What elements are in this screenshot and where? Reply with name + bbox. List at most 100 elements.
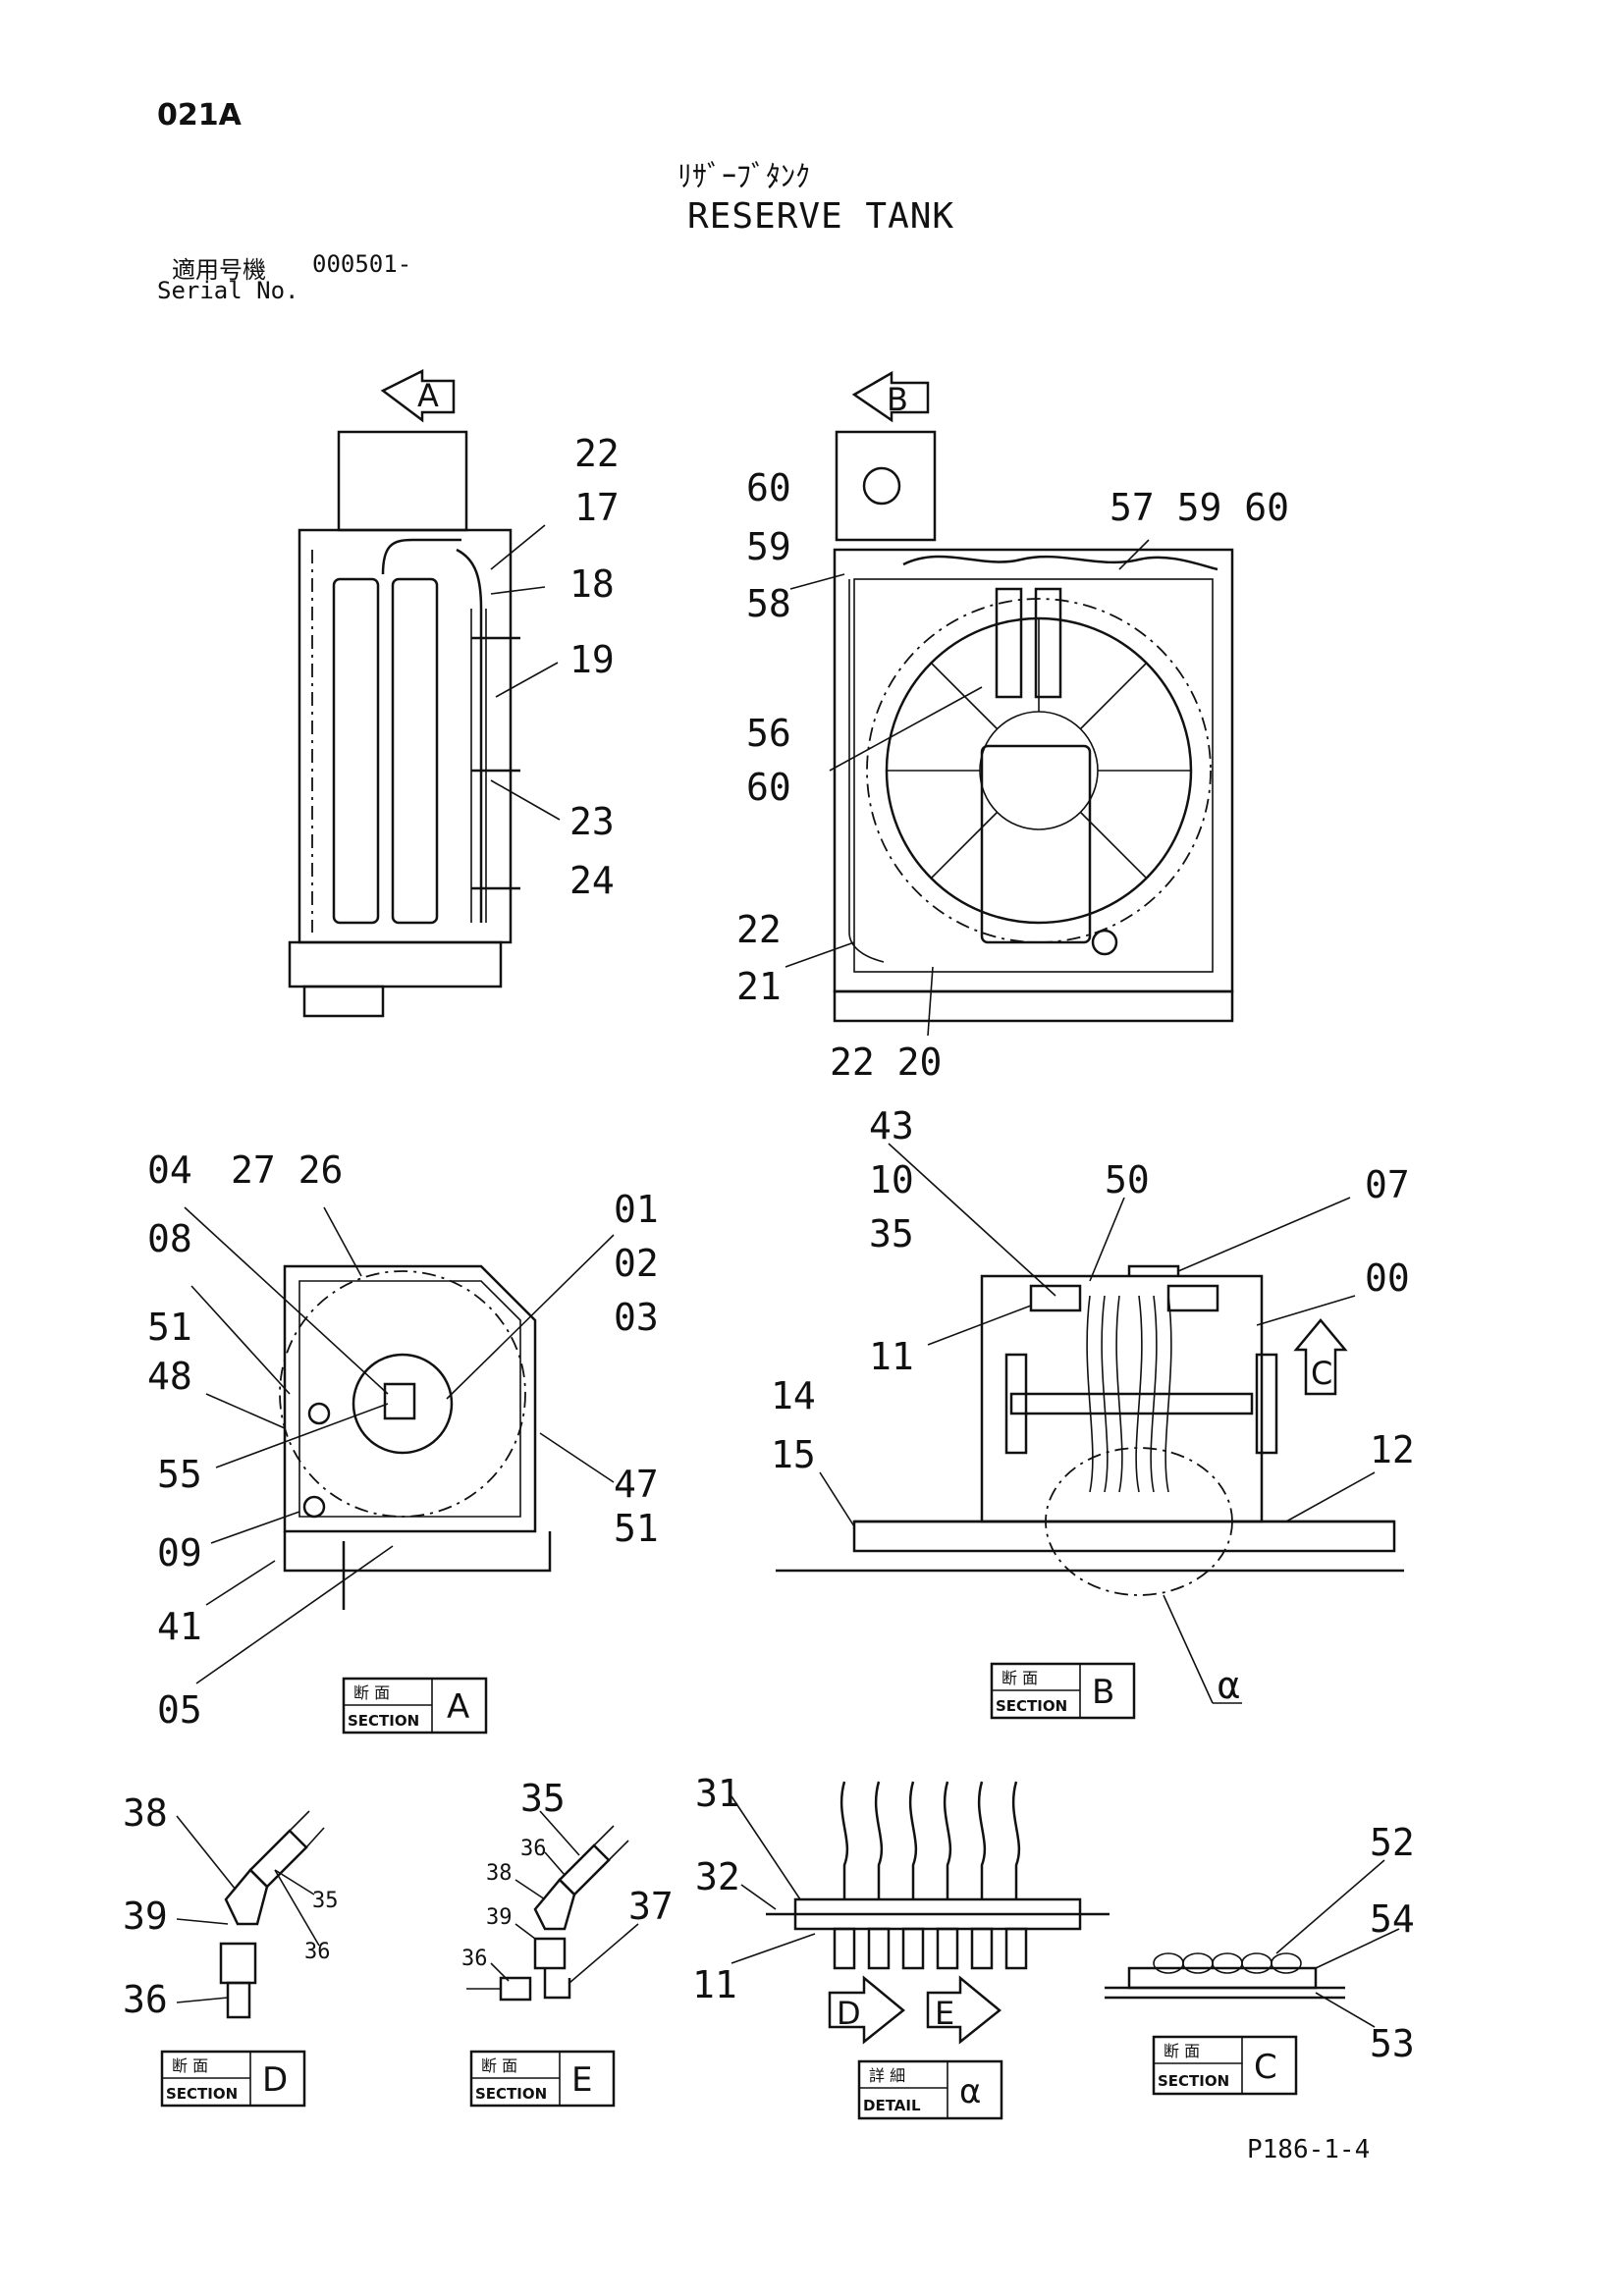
callout-label: 10 (869, 1158, 914, 1201)
callout-label: 09 (157, 1531, 202, 1575)
callout-label: 12 (1370, 1428, 1415, 1471)
view-arrow-e-letter: E (935, 1995, 954, 2032)
callout-label: 35 (869, 1212, 914, 1255)
detail-box-alpha: 詳 細 DETAIL α (857, 2059, 1003, 2120)
view-front-right: B (785, 370, 1234, 1037)
callout-label: 01 (614, 1188, 659, 1231)
detail-box-letter: α (959, 2072, 981, 2111)
callout-label: 11 (869, 1335, 914, 1378)
section-d-drawing (176, 1810, 325, 2019)
callout-label: 59 (746, 525, 791, 568)
callout-label: 41 (157, 1605, 202, 1648)
section-box-jp: 断 面 (353, 1683, 390, 1702)
section-box-jp: 断 面 (1001, 1669, 1038, 1687)
section-box-jp: 断 面 (172, 2056, 208, 2075)
section-box-en: SECTION (348, 1712, 419, 1730)
section-box-e: 断 面 SECTION E (469, 2050, 616, 2108)
detail-box-en: DETAIL (863, 2097, 921, 2114)
callout-label: 07 (1365, 1163, 1410, 1206)
section-box-letter: E (571, 2060, 592, 2100)
callout-label: 54 (1370, 1897, 1415, 1941)
view-arrow-c: C (1293, 1318, 1348, 1396)
callout-label: 53 (1370, 2022, 1415, 2065)
callout-label: 38 (123, 1791, 168, 1835)
callouts-section-b: 43 10 35 50 07 00 11 14 15 12 α (771, 1104, 1415, 1707)
frame-outline (298, 528, 513, 944)
detail-alpha-drawing: D E (731, 1781, 1110, 2045)
callout-label: 05 (157, 1688, 202, 1732)
callout-label: 22 (736, 908, 782, 951)
callout-label: 18 (569, 562, 615, 606)
filler-flange (352, 1353, 454, 1455)
section-box-letter: B (1092, 1673, 1114, 1712)
callout-label: 57 59 60 (1110, 486, 1289, 529)
callout-label: 36 (461, 1947, 488, 1971)
callouts-section-c: 52 54 53 (1370, 1821, 1415, 2065)
callout-label: 22 20 (830, 1041, 942, 1084)
serial-label-japanese: 適用号機 (172, 256, 266, 284)
section-box-jp: 断 面 (481, 2056, 517, 2075)
callout-label: 27 26 (231, 1148, 343, 1192)
reserve-tank-body (337, 430, 468, 532)
callout-label: 55 (157, 1453, 202, 1496)
callout-label: 47 (614, 1463, 659, 1506)
view-arrow-b: B (851, 370, 930, 423)
callout-label: 51 (147, 1306, 192, 1349)
callout-label: 31 (695, 1772, 740, 1815)
view-arrow-d-letter: D (837, 1995, 861, 2032)
callout-label: 32 (695, 1855, 740, 1898)
detail-box-jp: 詳 細 (869, 2066, 905, 2085)
title-japanese: ﾘｻﾞｰﾌﾞﾀﾝｸ (677, 160, 810, 194)
callout-label: 43 (869, 1104, 914, 1148)
callout-label: 17 (574, 486, 620, 529)
section-b-drawing: C (776, 1143, 1404, 1704)
callout-label: 22 (574, 432, 620, 475)
callout-label: 02 (614, 1242, 659, 1285)
callout-label: 11 (692, 1963, 737, 2006)
tank-section-outline (283, 1264, 537, 1533)
callout-label: 24 (569, 859, 615, 902)
callouts-side-left: 22 17 18 19 23 24 (569, 432, 620, 902)
section-box-letter: D (262, 2060, 288, 2100)
serial-label-english: Serial No. (157, 277, 299, 304)
section-box-letter: A (447, 1687, 469, 1727)
tank-cap (862, 466, 901, 506)
section-box-en: SECTION (996, 1697, 1067, 1715)
cooler-core-right (391, 577, 439, 925)
callout-label: 08 (147, 1217, 192, 1260)
callout-label: 00 (1365, 1256, 1410, 1300)
callout-label: 35 (520, 1777, 566, 1820)
callout-label: 51 (614, 1507, 659, 1550)
view-arrow-b-letter: B (887, 381, 908, 418)
section-box-en: SECTION (475, 2085, 547, 2103)
page-code: 021A (157, 98, 242, 133)
callout-label: 39 (123, 1895, 168, 1938)
callout-label: α (1218, 1664, 1240, 1707)
section-box-a: 断 面 SECTION A (342, 1677, 488, 1735)
callout-label: 36 (304, 1940, 331, 1964)
reserve-tank-body (835, 430, 937, 542)
callouts-section-d: 38 39 36 35 36 (123, 1791, 339, 2021)
section-box-en: SECTION (1158, 2072, 1229, 2090)
section-box-b: 断 面 SECTION B (990, 1662, 1136, 1720)
view-arrow-a: A (380, 368, 456, 423)
section-a-drawing (184, 1206, 615, 1684)
serial-value: 000501- (312, 250, 412, 278)
base-frame (288, 940, 503, 988)
callout-label: 56 (746, 712, 791, 755)
callout-label: 15 (771, 1433, 816, 1476)
callout-label: 60 (746, 466, 791, 509)
view-side-left: A (288, 368, 561, 1018)
section-box-d: 断 面 SECTION D (160, 2050, 306, 2108)
callouts-section-a: 04 27 26 08 51 48 55 09 41 05 01 02 03 4… (147, 1148, 659, 1732)
view-arrow-e: E (926, 1975, 1001, 2045)
callout-label: 36 (123, 1978, 168, 2021)
callout-label: 58 (746, 582, 791, 625)
callout-label: 36 (520, 1837, 547, 1861)
callout-label: 39 (486, 1905, 513, 1930)
callouts-section-e: 35 36 38 39 36 37 (461, 1777, 674, 1971)
section-box-letter: C (1254, 2048, 1277, 2087)
callout-label: 23 (569, 800, 615, 843)
callouts-detail-alpha: 31 32 11 (692, 1772, 740, 2006)
